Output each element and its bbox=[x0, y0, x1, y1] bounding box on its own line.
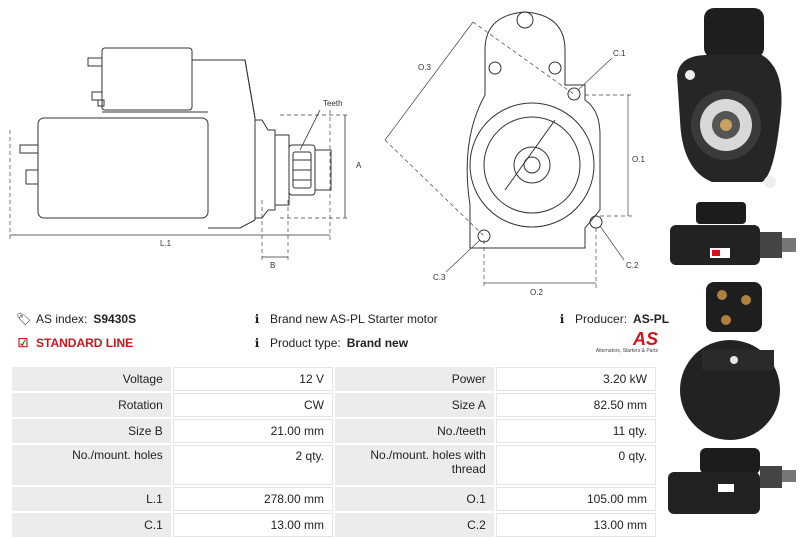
info-icon: ℹ bbox=[254, 336, 260, 350]
label-b: B bbox=[270, 261, 275, 270]
label-o2: O.2 bbox=[530, 288, 543, 297]
producer-label: Producer: bbox=[575, 312, 628, 326]
tag-icon: 🏷︎ bbox=[16, 312, 32, 326]
photo-rear bbox=[680, 282, 780, 440]
spec-key: No./mount. holes bbox=[12, 445, 171, 485]
spec-value: 82.50 mm bbox=[495, 393, 656, 417]
producer: ℹ Producer: AS-PL bbox=[555, 312, 669, 326]
spec-value: 0 qty. bbox=[495, 445, 656, 485]
spec-value: 21.00 mm bbox=[172, 419, 333, 443]
motor-body bbox=[37, 117, 209, 219]
dim-line-o3 bbox=[384, 21, 474, 141]
spec-value: 13.00 mm bbox=[495, 513, 656, 537]
producer-value: AS-PL bbox=[633, 312, 670, 326]
spec-key: O.1 bbox=[334, 487, 494, 511]
spec-value: 13.00 mm bbox=[172, 513, 333, 537]
label-c2: C.2 bbox=[626, 261, 639, 270]
spec-key: Size B bbox=[12, 419, 171, 443]
spec-key: C.2 bbox=[334, 513, 494, 537]
spec-value: 3.20 kW bbox=[495, 367, 656, 391]
spec-key: Size A bbox=[334, 393, 494, 417]
description: ℹ Brand new AS-PL Starter motor bbox=[250, 312, 438, 326]
spec-key: Rotation bbox=[12, 393, 171, 417]
spec-key: L.1 bbox=[12, 487, 171, 511]
label-c1: C.1 bbox=[613, 49, 626, 58]
spec-value: 11 qty. bbox=[495, 419, 656, 443]
as-index-label: AS index: bbox=[36, 312, 88, 326]
as-index: 🏷︎ AS index: S9430S bbox=[16, 312, 136, 326]
checkbox-icon: ☑ bbox=[17, 336, 29, 350]
product-type: ℹ Product type: Brand new bbox=[250, 336, 408, 350]
as-logo: AS Alternators, Starters & Parts bbox=[590, 330, 658, 360]
label-c3: C.3 bbox=[433, 273, 446, 282]
label-l1: L.1 bbox=[160, 239, 172, 248]
technical-drawing: Teeth A B L.1 O.3 C.1 O.1 C.3 C.2 O.2 bbox=[9, 11, 645, 297]
photo-side-2 bbox=[668, 448, 796, 514]
front-view bbox=[466, 11, 603, 249]
spec-value: 12 V bbox=[172, 367, 333, 391]
standard-line-label: STANDARD LINE bbox=[36, 336, 134, 350]
logo-mark: AS bbox=[632, 329, 658, 349]
label-o1: O.1 bbox=[632, 155, 645, 164]
product-photos bbox=[668, 8, 796, 514]
description-text: Brand new AS-PL Starter motor bbox=[270, 312, 438, 326]
photo-front bbox=[677, 8, 782, 188]
standard-line: ☑ STANDARD LINE bbox=[16, 336, 134, 350]
spec-key: No./mount. holes with thread bbox=[334, 445, 494, 485]
spec-value: 278.00 mm bbox=[172, 487, 333, 511]
spec-value: CW bbox=[172, 393, 333, 417]
spec-value: 105.00 mm bbox=[495, 487, 656, 511]
logo-tagline: Alternators, Starters & Parts bbox=[595, 348, 658, 354]
product-type-label: Product type: bbox=[270, 336, 341, 350]
info-icon: ℹ bbox=[254, 312, 260, 326]
info-icon: ℹ bbox=[559, 312, 565, 326]
product-type-value: Brand new bbox=[346, 336, 409, 350]
label-teeth: Teeth bbox=[323, 99, 343, 108]
spec-key: Voltage bbox=[12, 367, 171, 391]
spec-key: Power bbox=[334, 367, 494, 391]
spec-key: No./teeth bbox=[334, 419, 494, 443]
label-a: A bbox=[356, 161, 362, 170]
label-o3: O.3 bbox=[418, 63, 431, 72]
photo-side bbox=[670, 202, 796, 265]
spec-value: 2 qty. bbox=[172, 445, 333, 485]
as-index-value: S9430S bbox=[93, 312, 137, 326]
solenoid bbox=[101, 47, 193, 111]
spec-key: C.1 bbox=[12, 513, 171, 537]
